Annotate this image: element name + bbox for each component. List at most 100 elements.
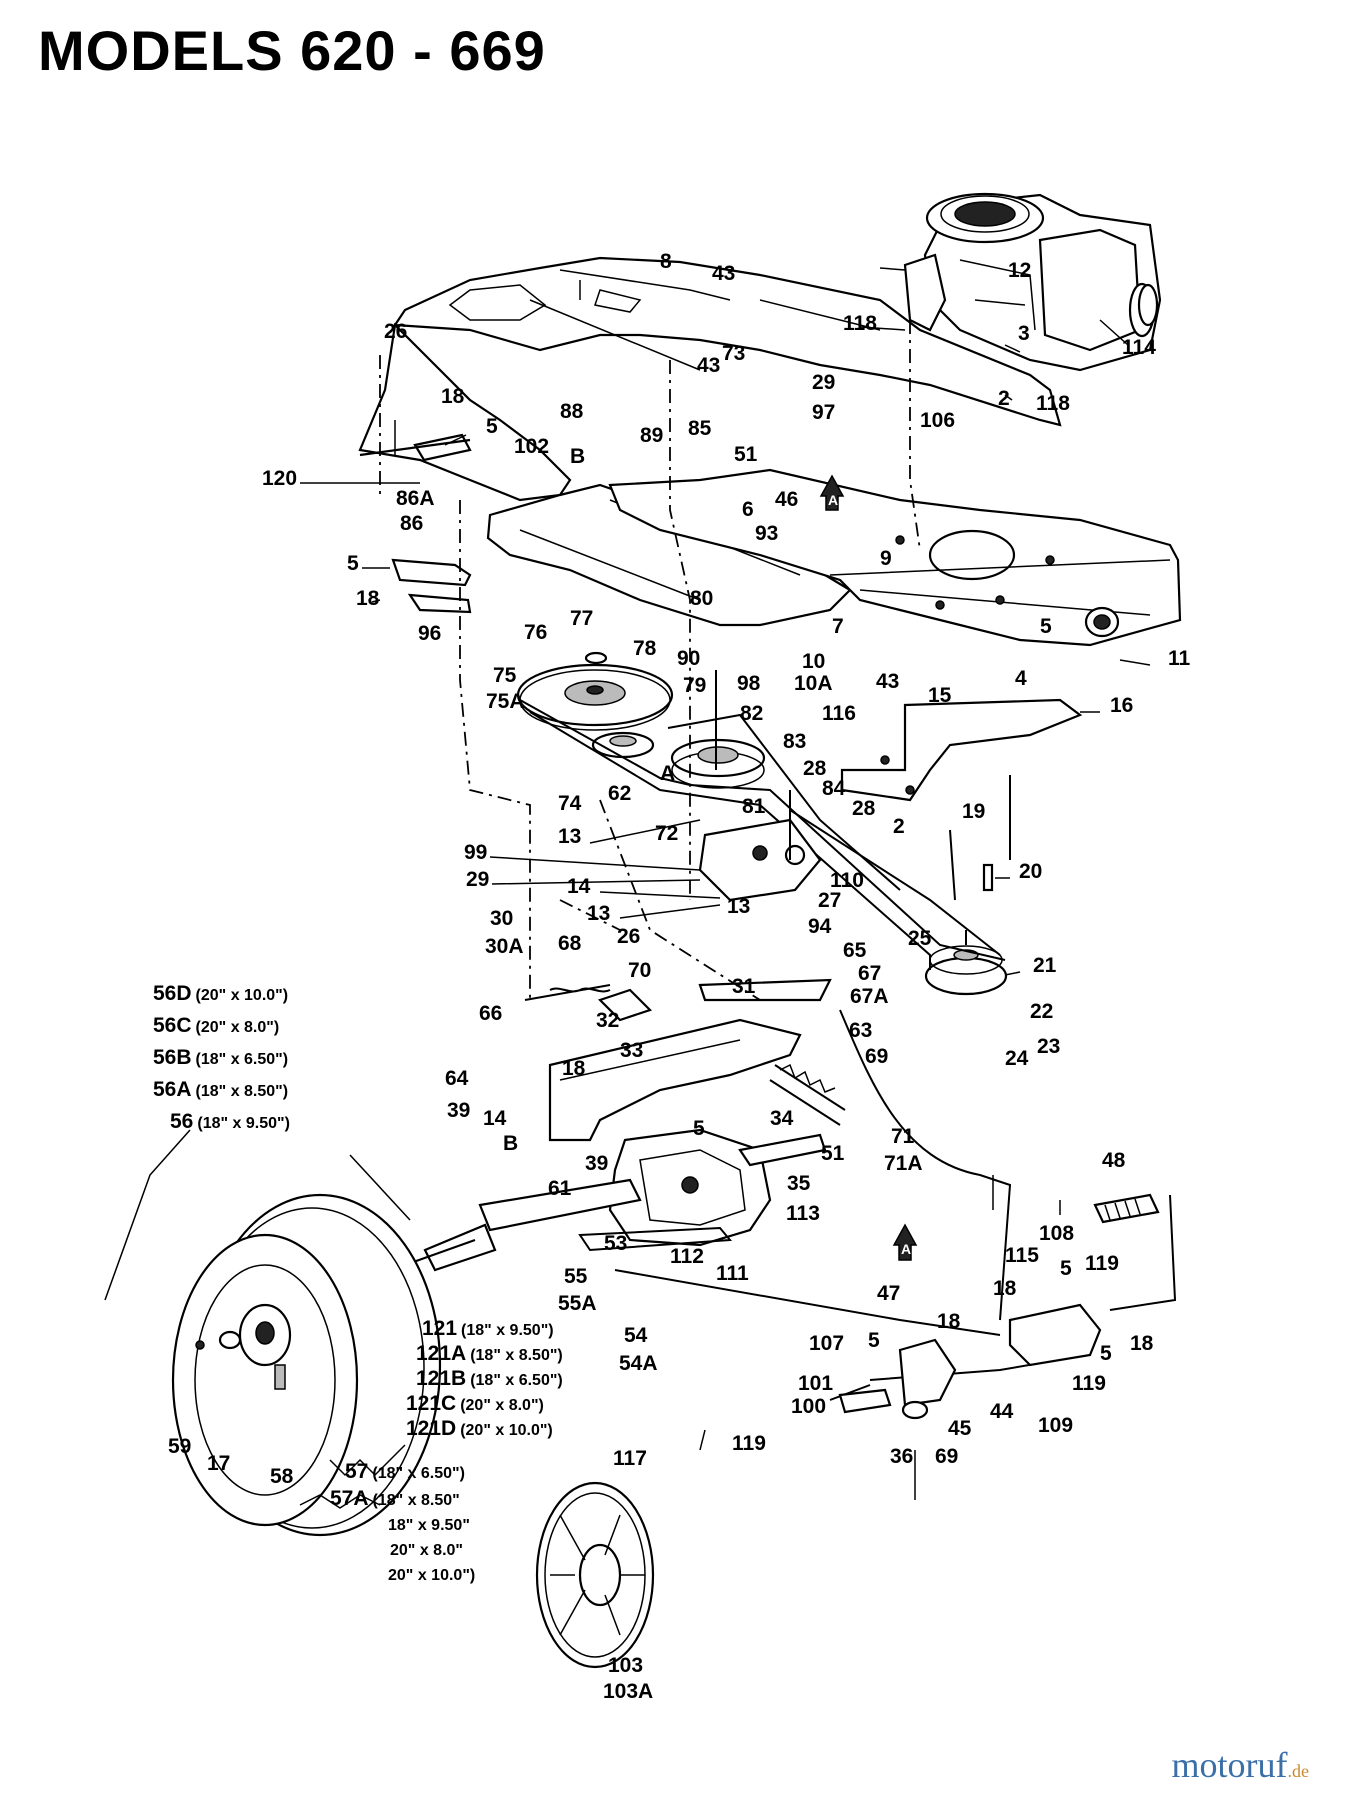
callout-33: 33: [620, 1039, 643, 1062]
callout-17: 17: [207, 1452, 230, 1475]
callout-4: 4: [1015, 667, 1027, 690]
callout-75: 75: [493, 664, 517, 687]
callout-77: 77: [570, 607, 593, 630]
size-part: 121D: [406, 1417, 456, 1440]
callout-30A: 30A: [485, 935, 524, 958]
callout-62: 62: [608, 782, 631, 805]
callout-76: 76: [524, 621, 547, 644]
callout-18: 18: [993, 1277, 1017, 1300]
callout-18: 18: [937, 1310, 961, 1333]
callout-24: 24: [1005, 1047, 1029, 1070]
callout-5: 5: [1060, 1257, 1072, 1280]
callout-111: 111: [716, 1262, 749, 1285]
callout-29: 29: [812, 371, 835, 394]
idler-assembly: [698, 670, 1011, 902]
callout-5: 5: [1040, 615, 1052, 638]
callout-102: 102: [514, 435, 549, 458]
callout-14: 14: [483, 1107, 507, 1130]
callout-118: 118: [1036, 392, 1070, 415]
callout-28: 28: [852, 797, 876, 820]
callout-110: 110: [830, 869, 864, 892]
callout-9: 9: [880, 547, 892, 570]
size-value: (18" x 9.50"): [197, 1115, 290, 1132]
callout-78: 78: [633, 637, 657, 660]
callout-81: 81: [742, 795, 766, 818]
drive-belt: [519, 699, 1006, 970]
callout-51: 51: [821, 1142, 845, 1165]
springs: [524, 984, 846, 1126]
size-value: (18" x 6.50"): [196, 1051, 289, 1068]
rear-wheel: [171, 1193, 442, 1537]
size-label-56: 56(18" x 9.50"): [170, 1110, 290, 1133]
callout-98: 98: [737, 672, 761, 695]
callout-10A: 10A: [794, 672, 833, 695]
callout-86: 86: [400, 512, 423, 535]
size-part: 56C: [153, 1014, 192, 1037]
callout-28: 28: [803, 757, 827, 780]
transaxle: [404, 1128, 827, 1272]
callout-18: 18: [441, 385, 465, 408]
callout-66: 66: [479, 1002, 502, 1025]
hub-cap: [535, 1481, 655, 1669]
callout-85: 85: [688, 417, 712, 440]
callout-39: 39: [585, 1152, 608, 1175]
callout-58: 58: [270, 1465, 294, 1488]
size-value: (18" x 8.50"): [470, 1347, 563, 1364]
callout-88: 88: [560, 400, 584, 423]
callout-47: 47: [877, 1282, 900, 1305]
svg-text:A: A: [901, 1241, 911, 1257]
engine-bracket: [840, 698, 1083, 802]
callout-B: B: [570, 445, 585, 468]
page-title: MODELS 620 - 669: [38, 19, 546, 82]
callout-59: 59: [168, 1435, 191, 1458]
watermark: motoruf.de: [1172, 1744, 1309, 1786]
callout-86A: 86A: [396, 487, 435, 510]
callout-2: 2: [998, 387, 1010, 410]
size-part: 56A: [153, 1078, 192, 1101]
lower-frame: [608, 468, 1182, 647]
size-value: (18" x 8.50": [373, 1492, 460, 1509]
callout-13: 13: [558, 825, 581, 848]
callout-46: 46: [775, 488, 798, 511]
upper-frame: [358, 256, 1062, 502]
watermark-main: motoruf: [1171, 1745, 1288, 1785]
callout-75A: 75A: [486, 690, 525, 713]
callout-A: A: [660, 762, 675, 785]
callout-119: 119: [1085, 1252, 1119, 1275]
callout-2: 2: [893, 815, 905, 838]
callout-B: B: [503, 1132, 518, 1155]
callout-99: 99: [464, 841, 487, 864]
callout-107: 107: [809, 1332, 844, 1355]
callout-116: 116: [822, 702, 856, 725]
size-label-57: 57(18" x 6.50"): [345, 1460, 465, 1483]
callout-96: 96: [418, 622, 441, 645]
size-label-121D: 121D(20" x 10.0"): [406, 1417, 553, 1440]
callout-61: 61: [548, 1177, 572, 1200]
callout-115: 115: [1005, 1244, 1039, 1267]
callout-14: 14: [567, 875, 591, 898]
size-value: (18" x 6.50"): [372, 1465, 465, 1482]
callout-43: 43: [712, 262, 735, 285]
callout-5: 5: [486, 415, 498, 438]
callout-31: 31: [732, 975, 756, 998]
size-label-56D: 56D(20" x 10.0"): [153, 982, 288, 1005]
size-value: (18" x 6.50"): [470, 1372, 563, 1389]
watermark-suffix: .de: [1287, 1761, 1310, 1781]
size-value: (18" x 9.50"): [461, 1322, 554, 1339]
callout-97: 97: [812, 401, 835, 424]
callout-43: 43: [876, 670, 899, 693]
callout-101: 101: [798, 1372, 833, 1395]
callout-93: 93: [755, 522, 778, 545]
size-label-121B: 121B(18" x 6.50"): [416, 1367, 563, 1390]
callout-80: 80: [690, 587, 713, 610]
callout-13: 13: [727, 895, 750, 918]
callout-69: 69: [935, 1445, 958, 1468]
callout-5: 5: [347, 552, 359, 575]
callout-53: 53: [604, 1232, 627, 1255]
size-part: 56B: [153, 1046, 192, 1069]
size-continuation: 20" x 8.0": [390, 1542, 463, 1559]
callout-68: 68: [558, 932, 582, 955]
size-label-121C: 121C(20" x 8.0"): [406, 1392, 544, 1415]
callout-73: 73: [722, 342, 745, 365]
callout-114: 114: [1122, 336, 1156, 359]
